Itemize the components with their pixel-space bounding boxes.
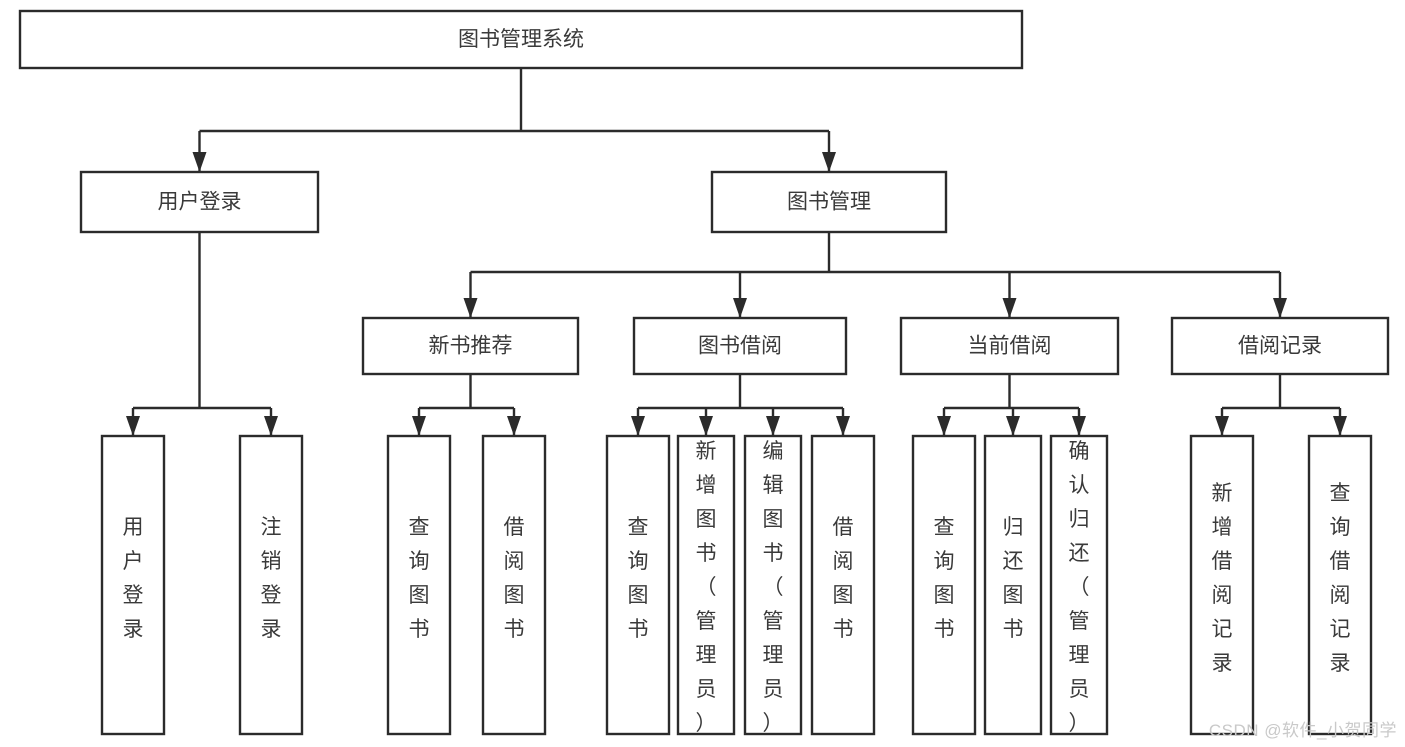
arrow-head-leaf-query-book-borrow	[631, 416, 645, 436]
node-label-new-book-recommend: 新书推荐	[429, 335, 513, 358]
node-box-leaf-logout-login	[238, 434, 304, 736]
node-leaf-edit-book-admin[interactable]: 编辑图书（管理员）	[743, 434, 803, 736]
node-leaf-add-book-admin[interactable]: 新增图书（管理员）	[676, 434, 736, 736]
arrow-head-new-book-recommend	[463, 298, 478, 318]
arrow-head-leaf-borrow-book-borrow	[836, 416, 850, 436]
arrow-head-user-login	[192, 152, 207, 172]
arrow-head-book-manage	[822, 152, 836, 172]
node-box-leaf-edit-book-admin	[743, 434, 803, 736]
node-box-leaf-query-book-recommend	[386, 434, 452, 736]
node-box-current-borrow	[899, 316, 1120, 376]
node-leaf-logout-login[interactable]: 注销登录	[238, 434, 304, 736]
node-label-leaf-query-book-current: 查询图书	[934, 516, 955, 641]
node-leaf-borrow-book-recommend[interactable]: 借阅图书	[481, 434, 547, 736]
node-leaf-query-book-current[interactable]: 查询图书	[911, 434, 977, 736]
node-label-current-borrow: 当前借阅	[968, 335, 1052, 358]
arrow-head-leaf-add-borrow-record	[1215, 416, 1229, 436]
node-leaf-return-book[interactable]: 归还图书	[983, 434, 1043, 736]
node-box-leaf-user-login	[100, 434, 166, 736]
node-label-leaf-borrow-book-recommend: 借阅图书	[504, 516, 525, 641]
node-box-leaf-borrow-book-borrow	[810, 434, 876, 736]
node-label-leaf-query-borrow-record: 查询借阅记录	[1330, 482, 1351, 675]
node-leaf-query-borrow-record[interactable]: 查询借阅记录	[1307, 434, 1373, 736]
arrow-head-current-borrow	[1002, 298, 1017, 318]
node-label-leaf-query-book-recommend: 查询图书	[409, 516, 430, 641]
node-label-leaf-return-book: 归还图书	[1003, 516, 1024, 641]
node-box-leaf-return-book	[983, 434, 1043, 736]
node-layer: 图书管理系统用户登录图书管理新书推荐图书借阅当前借阅借阅记录用户登录注销登录查询…	[18, 9, 1390, 736]
arrow-head-leaf-edit-book-admin	[766, 416, 780, 436]
node-box-leaf-borrow-book-recommend	[481, 434, 547, 736]
node-box-leaf-confirm-return-admin	[1049, 434, 1109, 736]
node-leaf-query-book-recommend[interactable]: 查询图书	[386, 434, 452, 736]
arrow-head-leaf-query-book-recommend	[412, 416, 426, 436]
node-label-leaf-query-book-borrow: 查询图书	[628, 516, 649, 641]
node-leaf-add-borrow-record[interactable]: 新增借阅记录	[1189, 434, 1255, 736]
arrow-head-leaf-logout-login	[264, 416, 278, 436]
node-label-leaf-borrow-book-borrow: 借阅图书	[833, 516, 854, 641]
node-label-leaf-confirm-return-admin: 确认归还（管理员）	[1069, 440, 1090, 735]
node-root[interactable]: 图书管理系统	[18, 9, 1024, 70]
node-box-leaf-query-book-current	[911, 434, 977, 736]
node-label-book-borrow: 图书借阅	[698, 335, 782, 358]
arrow-head-leaf-query-borrow-record	[1333, 416, 1347, 436]
node-box-book-borrow	[632, 316, 848, 376]
node-box-user-login	[79, 170, 320, 234]
arrow-head-leaf-query-book-current	[937, 416, 951, 436]
node-leaf-confirm-return-admin[interactable]: 确认归还（管理员）	[1049, 434, 1109, 736]
node-label-borrow-record: 借阅记录	[1238, 335, 1322, 358]
node-label-book-manage: 图书管理	[787, 191, 871, 214]
node-label-leaf-edit-book-admin: 编辑图书（管理员）	[763, 440, 784, 735]
node-box-new-book-recommend	[361, 316, 580, 376]
arrow-head-borrow-record	[1273, 298, 1287, 318]
node-current-borrow[interactable]: 当前借阅	[899, 316, 1120, 376]
arrow-head-leaf-user-login	[126, 416, 140, 436]
node-label-root: 图书管理系统	[458, 28, 584, 51]
node-label-leaf-add-book-admin: 新增图书（管理员）	[696, 440, 717, 735]
arrow-head-leaf-return-book	[1006, 416, 1020, 436]
node-leaf-user-login[interactable]: 用户登录	[100, 434, 166, 736]
node-label-user-login: 用户登录	[158, 191, 242, 214]
node-label-leaf-add-borrow-record: 新增借阅记录	[1212, 482, 1233, 675]
node-book-borrow[interactable]: 图书借阅	[632, 316, 848, 376]
node-leaf-query-book-borrow[interactable]: 查询图书	[605, 434, 671, 736]
node-new-book-recommend[interactable]: 新书推荐	[361, 316, 580, 376]
node-box-leaf-add-borrow-record	[1189, 434, 1255, 736]
node-box-leaf-query-borrow-record	[1307, 434, 1373, 736]
node-box-book-manage	[710, 170, 948, 234]
node-box-borrow-record	[1170, 316, 1390, 376]
arrow-head-leaf-add-book-admin	[699, 416, 713, 436]
node-label-leaf-user-login: 用户登录	[123, 516, 144, 641]
node-borrow-record[interactable]: 借阅记录	[1170, 316, 1390, 376]
arrow-head-leaf-confirm-return-admin	[1072, 416, 1086, 436]
node-box-leaf-add-book-admin	[676, 434, 736, 736]
arrow-head-leaf-borrow-book-recommend	[507, 416, 521, 436]
node-user-login[interactable]: 用户登录	[79, 170, 320, 234]
arrow-head-book-borrow	[733, 298, 747, 318]
node-leaf-borrow-book-borrow[interactable]: 借阅图书	[810, 434, 876, 736]
node-box-root	[18, 9, 1024, 70]
node-box-leaf-query-book-borrow	[605, 434, 671, 736]
node-book-manage[interactable]: 图书管理	[710, 170, 948, 234]
node-label-leaf-logout-login: 注销登录	[261, 516, 282, 641]
connector-layer	[126, 68, 1347, 436]
